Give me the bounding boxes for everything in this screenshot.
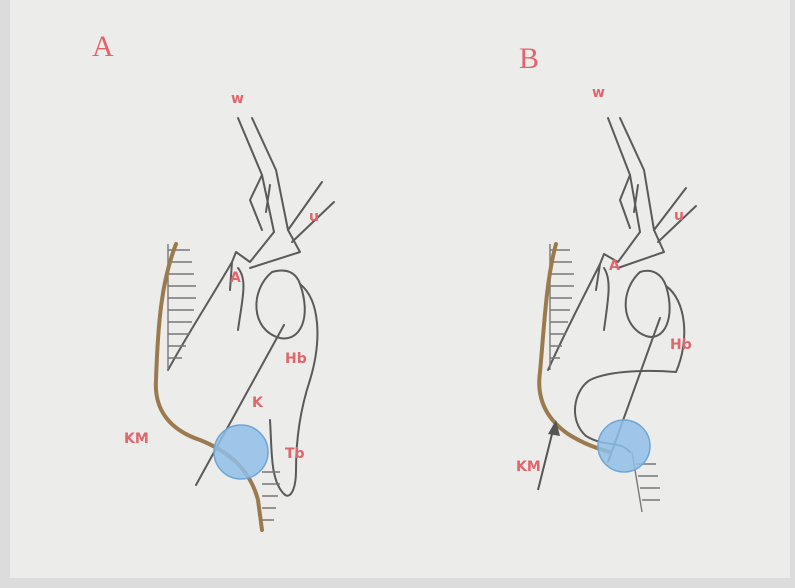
panel-a-label-u: u <box>309 210 319 224</box>
panel-a-label-a: A <box>230 271 241 285</box>
panel-b-label-a: A <box>609 259 620 273</box>
panel-a-label-tb: Tb <box>285 447 305 461</box>
panel-b-label-km: KM <box>516 460 541 474</box>
panel-b-label-w: w <box>592 86 605 100</box>
panel-a-stone <box>214 425 268 479</box>
panel-b-label-u: u <box>674 209 684 223</box>
panel-b-stone <box>598 420 650 472</box>
panel-a-label-w: w <box>231 92 244 106</box>
panel-a-letter: A <box>92 32 114 62</box>
panel-a-label-hb: Hb <box>285 352 307 366</box>
panel-b-label-hb: Hb <box>670 338 692 352</box>
panel-b-letter: B <box>519 44 539 74</box>
panel-a-label-km: KM <box>124 432 149 446</box>
panel-a-label-k: K <box>252 396 263 410</box>
paper-sheet <box>10 0 790 578</box>
